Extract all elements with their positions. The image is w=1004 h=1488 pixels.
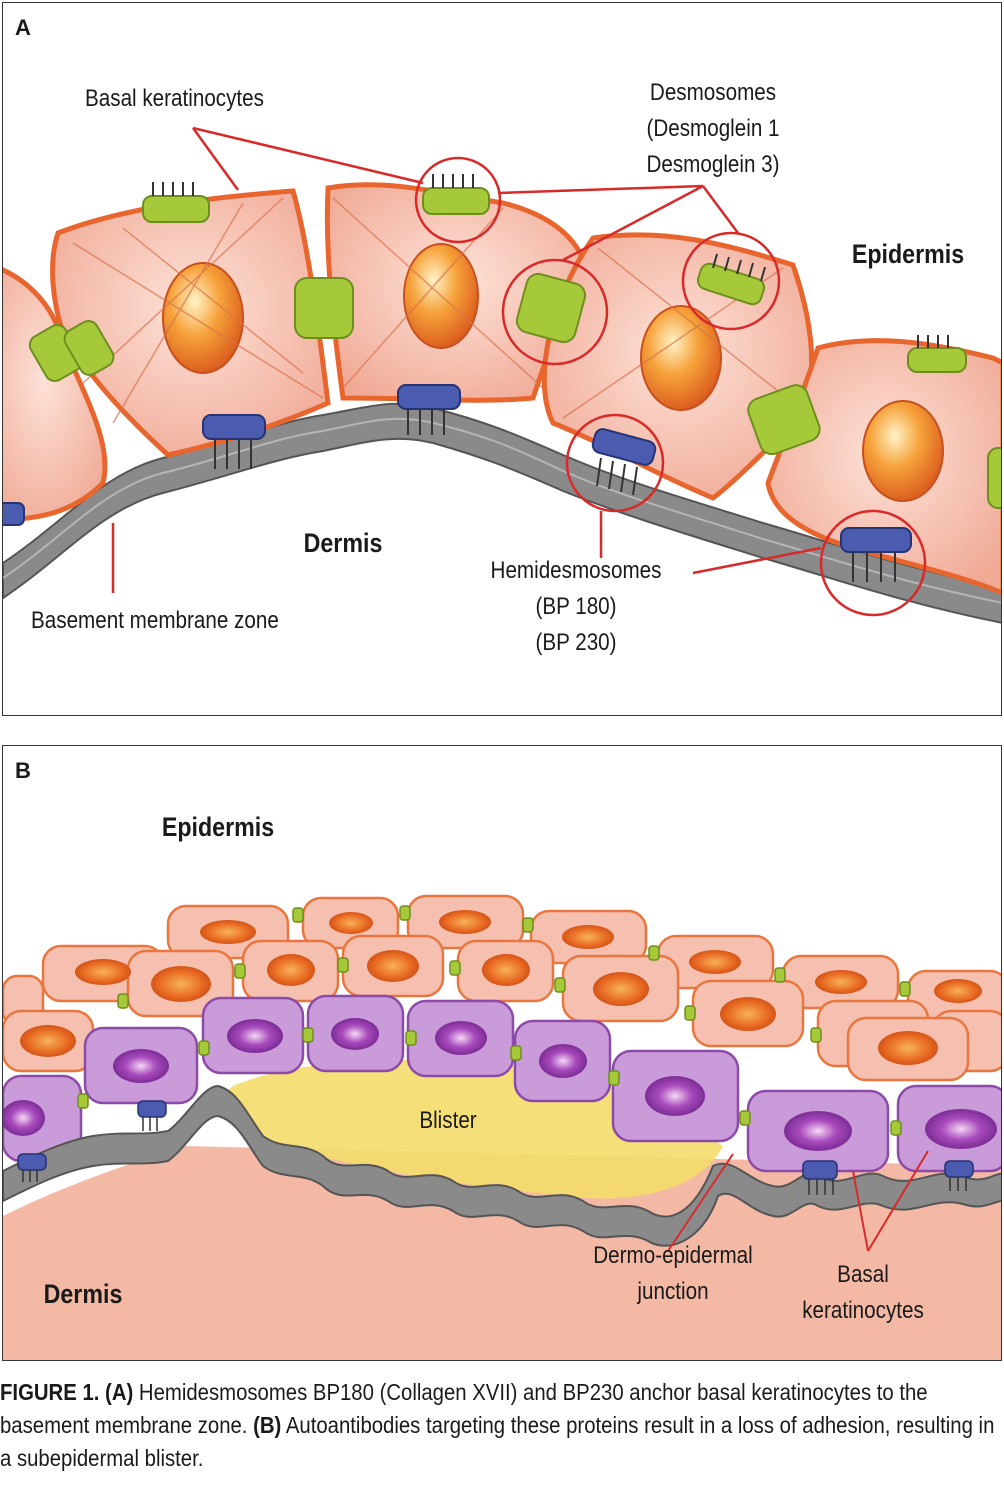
figure-caption: FIGURE 1. (A) Hemidesmosomes BP180 (Coll… — [0, 1376, 1003, 1475]
label-basal-keratinocytes: Basal keratinocytes — [85, 85, 264, 112]
desmosome-group-b — [77, 905, 911, 1136]
caption-part-b-label: (B) — [253, 1412, 282, 1438]
epidermis-nuclei — [20, 910, 982, 1065]
label-basal-keratinocytes-b: Basal keratinocytes — [802, 1261, 924, 1324]
keratinocyte-cell — [3, 267, 108, 522]
caption-part-a-label: (A) — [105, 1379, 134, 1405]
label-blister: Blister — [419, 1107, 477, 1134]
panel-a-letter: A — [15, 15, 31, 40]
caption-figure-label: FIGURE 1. — [0, 1379, 100, 1405]
label-basement-membrane-zone: Basement membrane zone — [31, 607, 279, 634]
label-dermis-a: Dermis — [303, 528, 383, 558]
label-hemidesmosomes: Hemidesmosomes (BP 180) (BP 230) — [490, 557, 662, 656]
hemidesmosome-group — [3, 384, 912, 582]
basal-nuclei — [3, 1018, 997, 1151]
label-dermo-epidermal-junction: Dermo-epidermal junction — [593, 1242, 753, 1305]
panel-a-illustration — [3, 126, 1001, 624]
label-epidermis-a: Epidermis — [851, 239, 965, 269]
label-epidermis-b: Epidermis — [161, 812, 275, 842]
label-desmosomes: Desmosomes (Desmoglein 1 Desmoglein 3) — [646, 79, 780, 178]
annotation-marks — [111, 126, 927, 617]
panel-b-letter: B — [15, 758, 31, 783]
annotation-marks-b — [667, 1150, 929, 1252]
desmosome-group — [28, 187, 1001, 509]
panel-b: B Epidermis Blister Dermis Dermo-epiderm… — [2, 745, 1002, 1361]
panel-b-illustration — [3, 894, 1001, 1360]
caption-part-b-text: Autoantibodies targeting these proteins … — [0, 1412, 995, 1471]
panel-a: A Basal keratinocytes Desmosomes (Desmog… — [2, 2, 1002, 716]
label-dermis-b: Dermis — [43, 1279, 123, 1309]
basement-membrane-b — [3, 1084, 1001, 1247]
keratinocyte-cell — [765, 338, 1001, 595]
hemidesmosome-group-b — [17, 1100, 974, 1195]
keratinocyte-cell — [541, 232, 815, 501]
caption-part-a-text: Hemidesmosomes BP180 (Collagen XVII) and… — [0, 1379, 928, 1438]
keratinocyte-cell — [50, 188, 331, 458]
basement-membrane — [3, 402, 1001, 624]
